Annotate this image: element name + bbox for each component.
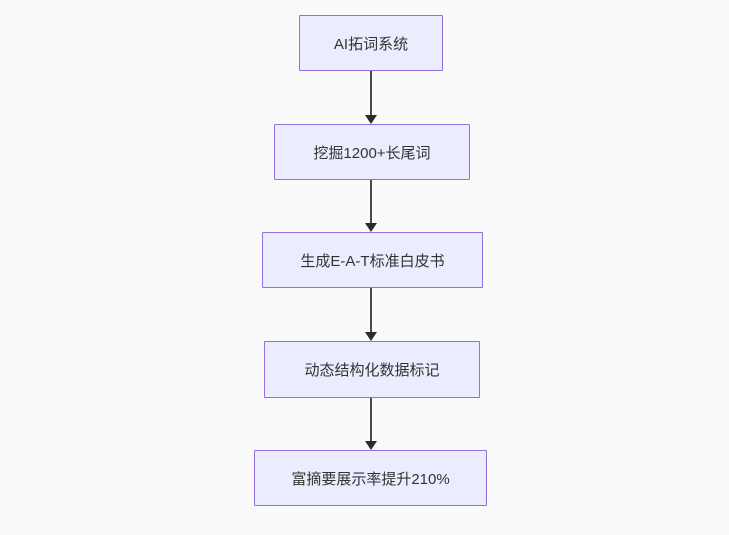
flowchart-node-rich-snippet-rate: 富摘要展示率提升210% (254, 450, 487, 506)
arrow-down-icon (365, 332, 377, 341)
edge-line (370, 71, 372, 115)
flowchart-edge-2 (365, 180, 377, 232)
node-label: 挖掘1200+长尾词 (313, 144, 431, 162)
flowchart-edge-1 (365, 71, 377, 124)
arrow-down-icon (365, 223, 377, 232)
arrow-down-icon (365, 441, 377, 450)
node-label: AI拓词系统 (333, 35, 409, 53)
flowchart-node-eat-whitepaper: 生成E-A-T标准白皮书 (262, 232, 483, 288)
node-label: 生成E-A-T标准白皮书 (300, 252, 445, 270)
edge-line (370, 398, 372, 441)
edge-line (370, 180, 372, 223)
flowchart-edge-3 (365, 288, 377, 341)
arrow-down-icon (365, 115, 377, 124)
edge-line (370, 288, 372, 332)
node-label: 动态结构化数据标记 (304, 362, 440, 379)
node-label: 富摘要展示率提升210% (291, 470, 450, 488)
flowchart-node-longtail-keywords: 挖掘1200+长尾词 (274, 124, 470, 180)
flowchart-node-structured-data-markup: 动态结构化数据标记 (264, 341, 480, 398)
flowchart-edge-4 (365, 398, 377, 450)
flowchart-node-ai-word-expansion: AI拓词系统 (299, 15, 443, 71)
